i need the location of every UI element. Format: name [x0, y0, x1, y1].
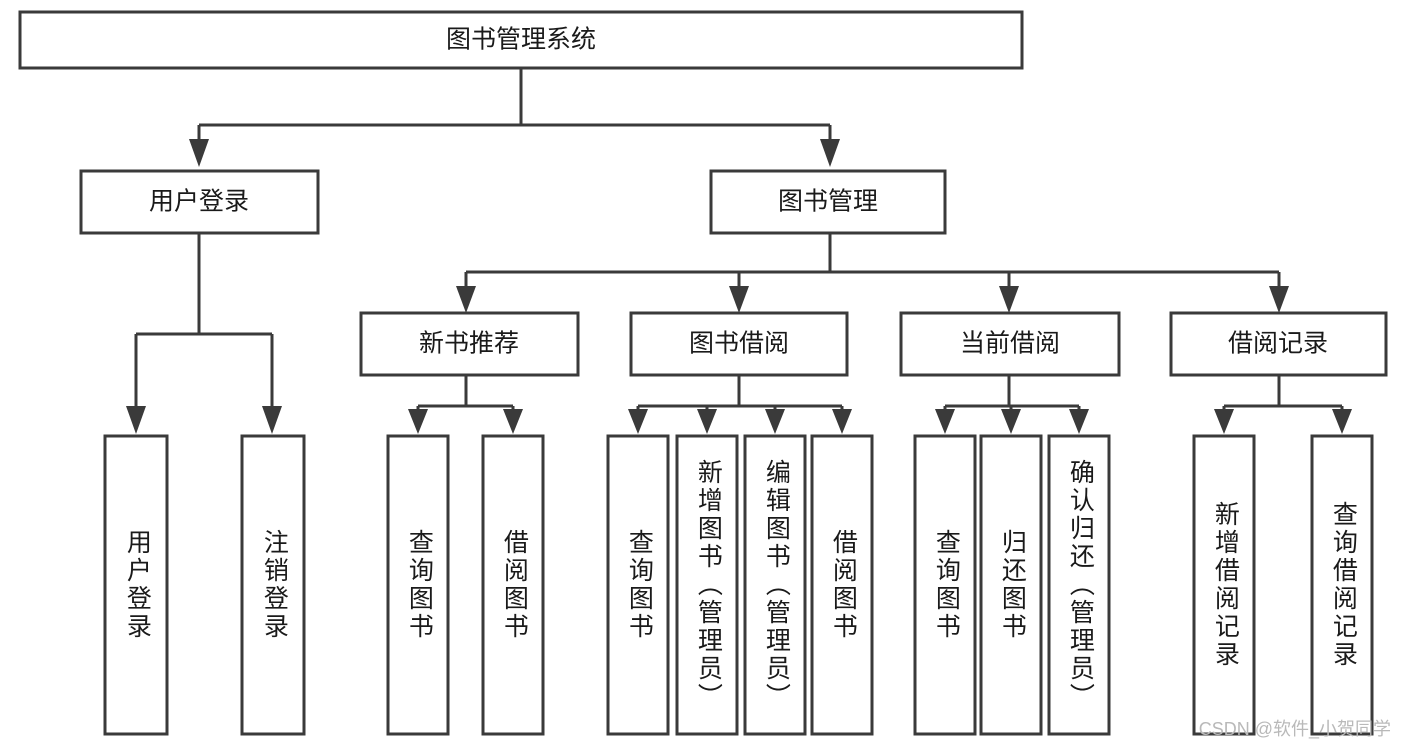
node-leaf-user-login-label: 用户登录: [123, 529, 152, 641]
node-book-borrow-label: 图书借阅: [689, 330, 789, 358]
arrow-head-leaf-return-book: [1001, 409, 1021, 434]
node-root[interactable]: 图书管理系统: [18, 10, 1024, 70]
arrow-head-book-borrow: [729, 286, 749, 313]
node-leaf-add-book-box[interactable]: [675, 434, 739, 736]
node-leaf-borrow-book-1-box[interactable]: [481, 434, 545, 736]
node-leaf-confirm-return[interactable]: 确认归还（管理员）: [1047, 434, 1111, 736]
node-leaf-query-book-3-label: 查询图书: [932, 529, 961, 641]
arrow-head-leaf-query-record: [1332, 409, 1352, 434]
node-root-box[interactable]: [18, 10, 1024, 70]
connector-group-user-login: [126, 233, 282, 434]
connector-group-current-borrow: [935, 375, 1089, 434]
arrow-head-user-login: [189, 139, 209, 167]
arrow-head-leaf-user-login: [126, 406, 146, 434]
arrow-head-current-borrow: [999, 286, 1019, 313]
node-leaf-edit-book-box[interactable]: [743, 434, 807, 736]
arrow-head-leaf-add-book: [697, 409, 717, 434]
node-leaf-user-login[interactable]: 用户登录: [103, 434, 169, 736]
node-leaf-query-record-box[interactable]: [1310, 434, 1374, 736]
node-leaf-borrow-book-2[interactable]: 借阅图书: [810, 434, 874, 736]
node-new-book-recommend[interactable]: 新书推荐: [359, 311, 580, 377]
node-book-borrow[interactable]: 图书借阅: [629, 311, 849, 377]
node-book-manage-box[interactable]: [709, 169, 947, 235]
node-leaf-add-book-label: 新增图书（管理员）: [694, 459, 723, 711]
node-current-borrow-box[interactable]: [899, 311, 1121, 377]
node-leaf-return-book[interactable]: 归还图书: [979, 434, 1043, 736]
node-book-borrow-box[interactable]: [629, 311, 849, 377]
arrow-head-leaf-confirm-return: [1069, 409, 1089, 434]
node-leaf-edit-book[interactable]: 编辑图书（管理员）: [743, 434, 807, 736]
node-leaf-borrow-book-2-label: 借阅图书: [829, 529, 858, 641]
node-book-manage[interactable]: 图书管理: [709, 169, 947, 235]
node-leaf-logout-login-label: 注销登录: [260, 529, 289, 641]
arrow-head-leaf-query-book-2: [628, 409, 648, 434]
node-borrow-record[interactable]: 借阅记录: [1169, 311, 1388, 377]
node-new-book-recommend-box[interactable]: [359, 311, 580, 377]
node-leaf-add-record-label: 新增借阅记录: [1211, 501, 1240, 669]
node-user-login-label: 用户登录: [149, 188, 249, 216]
node-leaf-query-book-2-box[interactable]: [606, 434, 670, 736]
node-leaf-add-book[interactable]: 新增图书（管理员）: [675, 434, 739, 736]
node-borrow-record-label: 借阅记录: [1228, 330, 1328, 358]
connector-group-root: [189, 68, 840, 167]
node-leaf-add-record[interactable]: 新增借阅记录: [1192, 434, 1256, 736]
arrow-head-book-manage: [820, 139, 840, 167]
node-leaf-query-record-label: 查询借阅记录: [1329, 501, 1358, 669]
node-leaf-borrow-book-1-label: 借阅图书: [500, 529, 529, 641]
node-leaf-add-record-box[interactable]: [1192, 434, 1256, 736]
node-leaf-query-record[interactable]: 查询借阅记录: [1310, 434, 1374, 736]
arrow-head-leaf-borrow-book-2: [832, 409, 852, 434]
node-leaf-query-book-2-label: 查询图书: [625, 529, 654, 641]
node-leaf-query-book-1-box[interactable]: [386, 434, 450, 736]
arrow-head-borrow-record: [1269, 286, 1289, 313]
node-leaf-query-book-3[interactable]: 查询图书: [913, 434, 977, 736]
connector-group-book-manage: [456, 233, 1289, 313]
arrow-head-leaf-add-record: [1214, 409, 1234, 434]
node-leaf-return-book-box[interactable]: [979, 434, 1043, 736]
node-leaf-query-book-3-box[interactable]: [913, 434, 977, 736]
connector-group-new-book-recommend: [408, 375, 523, 434]
node-leaf-logout-login-box[interactable]: [240, 434, 306, 736]
node-leaf-confirm-return-box[interactable]: [1047, 434, 1111, 736]
node-leaf-query-book-2[interactable]: 查询图书: [606, 434, 670, 736]
node-leaf-query-book-1[interactable]: 查询图书: [386, 434, 450, 736]
node-root-label: 图书管理系统: [446, 26, 596, 54]
node-book-manage-label: 图书管理: [778, 188, 878, 216]
node-leaf-return-book-label: 归还图书: [998, 529, 1027, 641]
arrow-head-leaf-query-book-3: [935, 409, 955, 434]
arrow-head-leaf-edit-book: [765, 409, 785, 434]
node-user-login[interactable]: 用户登录: [79, 169, 320, 235]
arrow-head-leaf-query-book-1: [408, 409, 428, 434]
node-leaf-confirm-return-label: 确认归还（管理员）: [1066, 459, 1095, 711]
node-new-book-recommend-label: 新书推荐: [419, 330, 519, 358]
connector-group-book-borrow: [628, 375, 852, 434]
node-borrow-record-box[interactable]: [1169, 311, 1388, 377]
node-leaf-logout-login[interactable]: 注销登录: [240, 434, 306, 736]
node-leaf-user-login-box[interactable]: [103, 434, 169, 736]
arrow-head-new-book-recommend: [456, 286, 476, 313]
connector-group-borrow-record: [1214, 375, 1352, 434]
arrow-head-leaf-logout-login: [262, 406, 282, 434]
node-current-borrow[interactable]: 当前借阅: [899, 311, 1121, 377]
node-leaf-query-book-1-label: 查询图书: [405, 529, 434, 641]
node-leaf-borrow-book-1[interactable]: 借阅图书: [481, 434, 545, 736]
node-user-login-box[interactable]: [79, 169, 320, 235]
node-leaf-borrow-book-2-box[interactable]: [810, 434, 874, 736]
arrow-head-leaf-borrow-book-1: [503, 409, 523, 434]
node-leaf-edit-book-label: 编辑图书（管理员）: [762, 459, 791, 711]
node-current-borrow-label: 当前借阅: [960, 330, 1060, 358]
